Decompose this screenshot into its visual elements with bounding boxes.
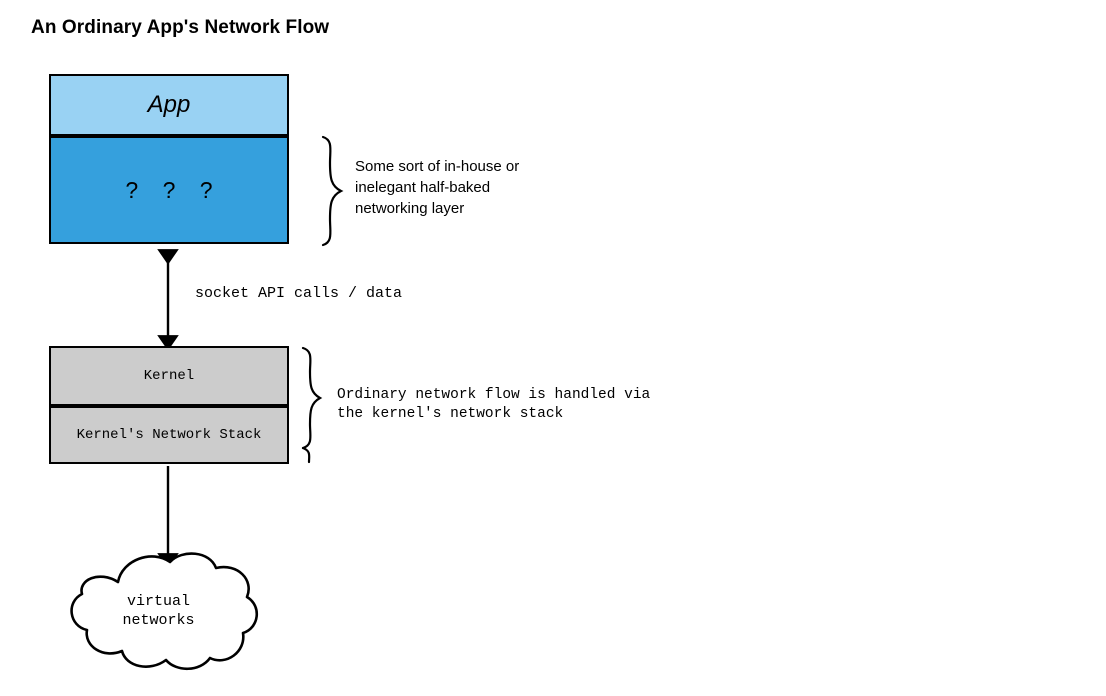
annotation-app-networking-layer: Some sort of in-house or inelegant half-… xyxy=(355,158,520,217)
node-kernel-label: Kernel xyxy=(143,368,195,384)
node-unknown-layer: ? ? ? xyxy=(49,136,289,244)
node-kernel: Kernel xyxy=(49,346,289,406)
page-title: An Ordinary App's Network Flow xyxy=(31,17,330,38)
edge-label-socket-api: socket API calls / data xyxy=(195,285,403,302)
node-unknown-layer-label: ? ? ? xyxy=(125,176,222,203)
app-annotation-brace xyxy=(321,135,344,247)
node-kernel-network-stack-label: Kernel's Network Stack xyxy=(76,427,262,443)
annotation-kernel-network-stack: Ordinary network flow is handled via the… xyxy=(337,387,651,422)
node-app-label: App xyxy=(147,91,191,118)
node-app: App xyxy=(49,74,289,136)
kernel-annotation-brace xyxy=(301,346,323,464)
cloud-shape xyxy=(70,552,258,671)
node-virtual-networks-label: virtual networks xyxy=(122,593,195,629)
node-kernel-network-stack: Kernel's Network Stack xyxy=(49,406,289,464)
